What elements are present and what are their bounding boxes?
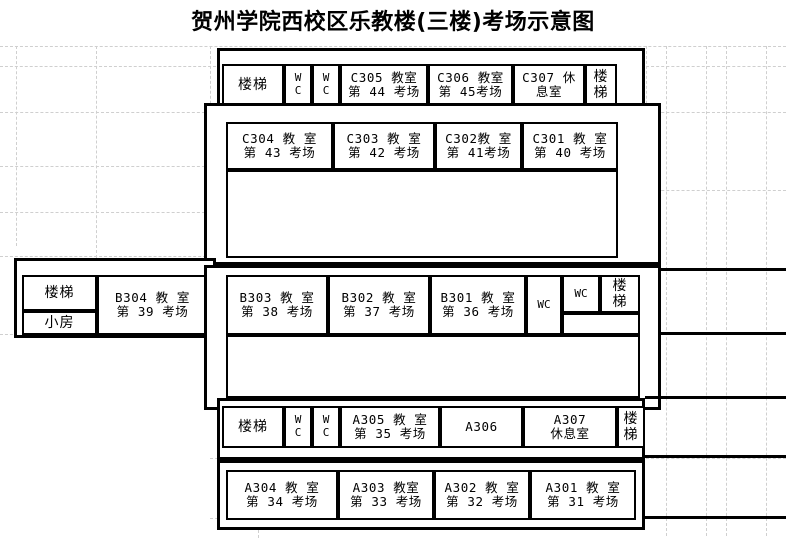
stairs-a-right[interactable]: 楼 梯 [617, 406, 645, 448]
stairs-c-left-label: 楼梯 [238, 76, 268, 93]
c-wing-corridor-void [226, 170, 618, 258]
wc-b-1[interactable]: WC [526, 275, 562, 335]
wc-a-2[interactable]: W C [312, 406, 340, 448]
room-c307[interactable]: C307 休 息室 [513, 64, 585, 106]
right-corridor-bottom-wall [661, 332, 786, 335]
bottom-right-corridor-bottom-wall [645, 455, 786, 458]
room-b301[interactable]: B301 教 室 第 36 考场 [430, 275, 526, 335]
small-room[interactable]: 小房 [22, 311, 97, 335]
b-wing-corridor-void [226, 335, 640, 398]
wc-c-2[interactable]: W C [312, 64, 340, 106]
stairs-b-right[interactable]: 楼 梯 [600, 275, 640, 313]
stairs-a-left[interactable]: 楼梯 [222, 406, 284, 448]
room-b304[interactable]: B304 教 室 第 39 考场 [97, 275, 208, 335]
wc-b-2[interactable]: WC [562, 275, 600, 313]
room-c305[interactable]: C305 教室 第 44 考场 [340, 64, 428, 106]
room-c302[interactable]: C302教 室 第 41考场 [435, 122, 522, 170]
stairs-b-left[interactable]: 楼梯 [22, 275, 97, 311]
page-title: 贺州学院西校区乐教楼(三楼)考场示意图 [191, 10, 595, 35]
stairs-c-left[interactable]: 楼梯 [222, 64, 284, 106]
wc-c-1[interactable]: W C [284, 64, 312, 106]
room-c306[interactable]: C306 教室 第 45考场 [428, 64, 513, 106]
patch-c-left [207, 106, 217, 108]
room-a304[interactable]: A304 教 室 第 34 考场 [226, 470, 338, 520]
room-a303[interactable]: A303 教室 第 33 考场 [338, 470, 434, 520]
room-a306[interactable]: A306 [440, 406, 523, 448]
room-b303[interactable]: B303 教 室 第 38 考场 [226, 275, 328, 335]
wc-a-1[interactable]: W C [284, 406, 312, 448]
b-right-void [562, 313, 640, 335]
room-a305[interactable]: A305 教 室 第 35 考场 [340, 406, 440, 448]
room-b302[interactable]: B302 教 室 第 37 考场 [328, 275, 430, 335]
room-c301[interactable]: C301 教 室 第 40 考场 [522, 122, 618, 170]
bottom-right-corridor-top-wall [645, 396, 786, 399]
right-corridor-top-wall [661, 268, 786, 271]
room-a307[interactable]: A307 休息室 [523, 406, 617, 448]
bottom-right-corridor-lower-wall [645, 516, 786, 519]
room-c303[interactable]: C303 教 室 第 42 考场 [333, 122, 435, 170]
room-a301[interactable]: A301 教 室 第 31 考场 [530, 470, 636, 520]
room-a302[interactable]: A302 教 室 第 32 考场 [434, 470, 530, 520]
room-c304[interactable]: C304 教 室 第 43 考场 [226, 122, 333, 170]
stairs-c-right[interactable]: 楼 梯 [585, 64, 617, 106]
